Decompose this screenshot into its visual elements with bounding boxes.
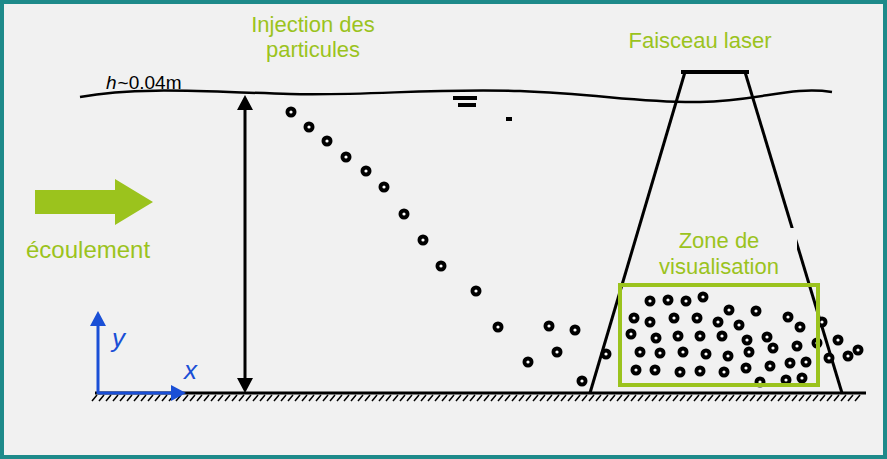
visualisation-zone: Zone de visualisation [620, 285, 818, 385]
axis-label: y [112, 324, 125, 354]
height-symbol: h [106, 72, 117, 94]
height-value: ~0.04m [118, 72, 182, 94]
zone-outline [620, 285, 818, 385]
zone-title: Zone de visualisation [641, 228, 797, 279]
laser-beam [590, 72, 842, 393]
flow-arrow [35, 179, 153, 225]
flow-label: écoulement [26, 236, 150, 264]
axes [90, 311, 186, 401]
particles [286, 107, 864, 388]
height-arrow [237, 95, 253, 393]
injection-label: Injection des particules [228, 12, 398, 63]
laser-label: Faisceau laser [580, 28, 820, 53]
axis-label: x [184, 356, 197, 386]
water-surface [80, 90, 832, 102]
channel-bed [92, 393, 866, 401]
float-symbol [453, 96, 512, 121]
